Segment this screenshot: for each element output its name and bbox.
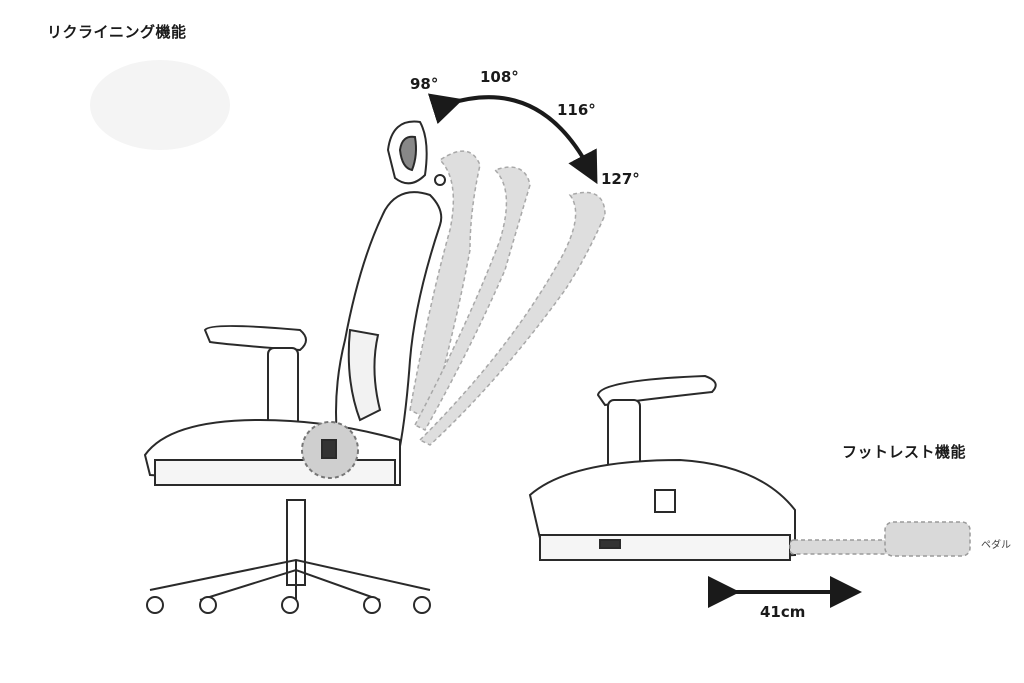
chair-base <box>146 499 431 614</box>
footrest-extension <box>789 521 971 557</box>
caster-wheel <box>281 596 299 614</box>
recline-ghost-positions <box>409 150 606 446</box>
caster-wheel <box>146 596 164 614</box>
left-armrest <box>203 325 307 439</box>
pedal-label: ペダル <box>981 540 1011 551</box>
angle-label-98: 98° <box>410 75 439 93</box>
footrest-seat <box>528 374 796 562</box>
caster-wheel <box>199 596 217 614</box>
recline-heading: リクライニング機能 <box>47 23 187 41</box>
headrest <box>386 120 446 186</box>
angle-label-127: 127° <box>601 170 640 188</box>
ghost-backrest-116 <box>413 166 531 431</box>
angle-label-108: 108° <box>480 68 519 86</box>
footrest-heading: フットレスト機能 <box>842 443 967 461</box>
background-smudge <box>90 60 230 150</box>
left-seat <box>143 418 401 487</box>
upright-backrest <box>335 191 443 472</box>
footrest-pedal <box>884 521 971 557</box>
ghost-backrest-108 <box>409 150 481 422</box>
caster-wheel <box>413 596 431 614</box>
recline-arc-arrow <box>427 93 598 185</box>
caster-wheel <box>363 596 381 614</box>
ghost-backrest-127 <box>418 191 606 446</box>
